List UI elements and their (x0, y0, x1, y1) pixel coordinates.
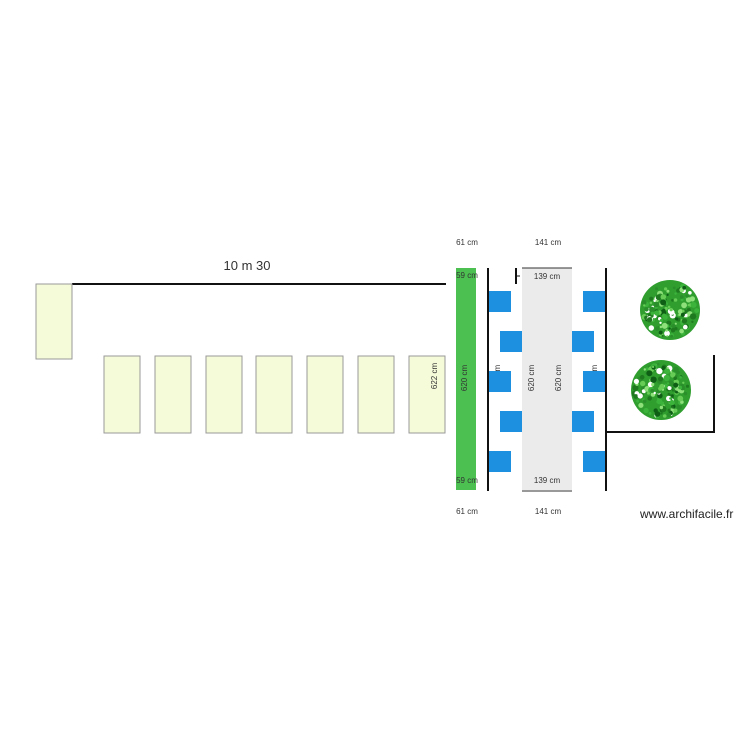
storage-box (255, 355, 293, 434)
dim-green-top: 59 cm (456, 271, 478, 280)
wall-outline (606, 355, 715, 433)
aisle (522, 268, 572, 490)
chair (489, 291, 511, 312)
dim-top-right: 141 cm (535, 238, 562, 247)
dim-green-bottom: 59 cm (456, 476, 478, 485)
tree-icon (640, 280, 700, 340)
dim-bottom-right: 141 cm (535, 507, 562, 516)
storage-box (408, 355, 446, 434)
dim-green-strip: 620 cm (460, 365, 469, 392)
dim-aisle-right: 620 cm (554, 365, 563, 392)
dim-top-left: 61 cm (456, 238, 478, 247)
storage-box (205, 355, 243, 434)
dim-aisle-top: 139 cm (534, 272, 561, 281)
chair (500, 331, 522, 352)
dim-aisle-bottom: 139 cm (534, 476, 561, 485)
dim-left-box: 622 cm (430, 363, 439, 390)
tree-icon (631, 360, 691, 420)
chair (500, 411, 522, 432)
chair (489, 451, 511, 472)
chair (572, 411, 594, 432)
dim-bottom-left: 61 cm (456, 507, 478, 516)
chair (572, 331, 594, 352)
green-strip (456, 268, 476, 490)
dim-aisle-left: 620 cm (527, 365, 536, 392)
length-label: 10 m 30 (224, 258, 271, 273)
chair (583, 451, 605, 472)
storage-box (154, 355, 192, 434)
storage-box (103, 355, 141, 434)
watermark: www.archifacile.fr (640, 507, 734, 521)
chair (583, 371, 605, 392)
storage-box (306, 355, 344, 434)
storage-box (357, 355, 395, 434)
storage-box (35, 283, 73, 360)
chair (583, 291, 605, 312)
chair (489, 371, 511, 392)
